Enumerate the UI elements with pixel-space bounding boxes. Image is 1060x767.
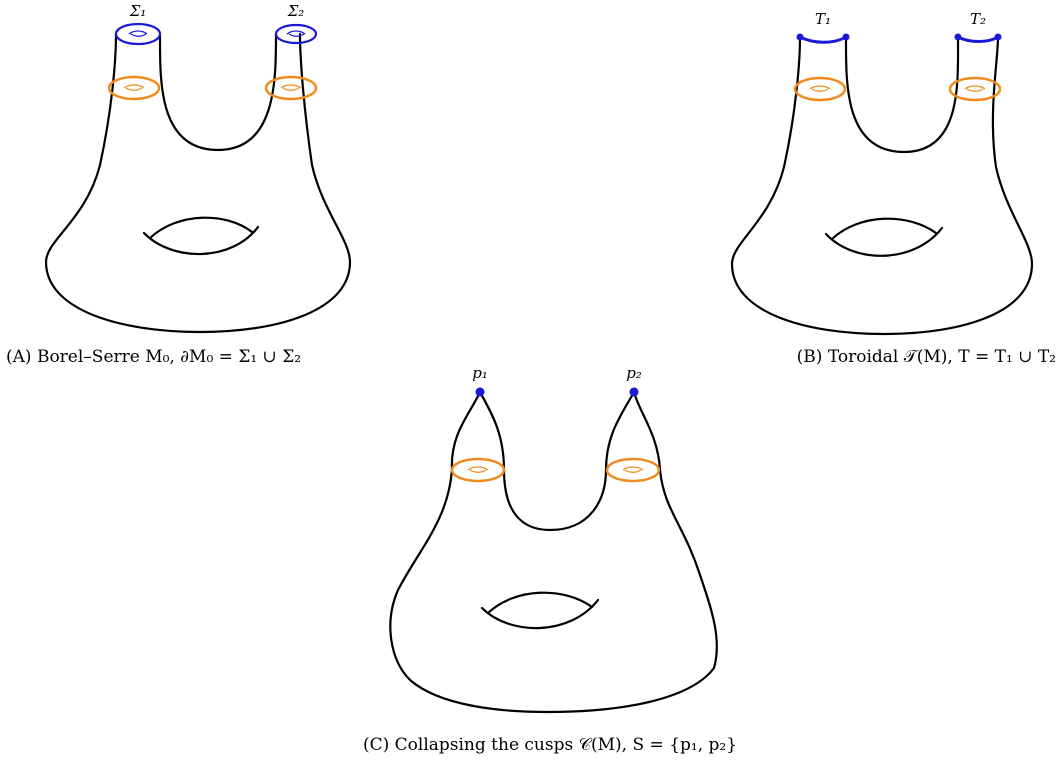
panel-c-handle-lower-arc <box>480 598 600 630</box>
panel-a-caption-text: Borel–Serre M₀, ∂M₀ = Σ₁ ∪ Σ₂ <box>37 347 301 367</box>
panel-b-boundary-endpoint <box>842 33 850 41</box>
panel-a-boundary-circle-left <box>114 22 162 46</box>
panel-a-handle-lower-arc <box>142 225 260 256</box>
panel-b-boundary-endpoint <box>796 33 804 41</box>
panel-b-handle-upper-arc <box>830 217 938 241</box>
panel-c-label-p2: p₂ <box>626 364 642 382</box>
panel-b-caption-text: Toroidal 𝒯(M), T = T₁ ∪ T₂ <box>828 347 1056 367</box>
panel-c-surface-outline <box>389 390 718 714</box>
panel-c-label-p1: p₁ <box>472 364 488 382</box>
panel-a-handle-upper-arc <box>148 216 254 240</box>
panel-a-saddle-curve <box>158 32 278 152</box>
panel-b-boundary-arc-right <box>956 35 1000 43</box>
panel-b-caption: (B) Toroidal 𝒯(M), T = T₁ ∪ T₂ <box>797 347 1056 367</box>
panel-b-boundary-arc-left <box>798 35 848 44</box>
panel-c-cross-section-left <box>450 457 506 483</box>
panel-b-cross-section-left <box>793 76 847 102</box>
panel-b-saddle-curve <box>844 35 960 154</box>
panel-c-caption-text: Collapsing the cusps 𝒞(M), S = {p₁, p₂} <box>395 735 737 755</box>
panel-a-boundary-circle-right <box>274 23 318 45</box>
panel-a-boundary-hole-right <box>286 30 306 37</box>
panel-b-surface-outline <box>730 35 1034 336</box>
panel-a-cross-section-hole-right <box>280 84 302 91</box>
panel-a-label-sigma-1: Σ₁ <box>129 2 147 20</box>
panel-c-caption: (C) Collapsing the cusps 𝒞(M), S = {p₁, … <box>363 735 737 755</box>
panel-c: p₁ p₂ (C) Collapsing the cusps 𝒞(M), S =… <box>363 364 737 755</box>
panel-b-boundary-endpoint <box>954 33 962 41</box>
panel-a-cross-section-right <box>264 75 318 101</box>
panel-b-label-t1: T₁ <box>815 10 831 28</box>
panel-c-cross-section-right <box>605 457 661 483</box>
panel-c-handle-upper-arc <box>486 591 594 615</box>
panel-b-cross-section-hole-left <box>809 85 831 92</box>
panel-a-label-sigma-2: Σ₂ <box>287 2 305 20</box>
panel-a: Σ₁ Σ₂ (A) Borel–Serre M₀, ∂M₀ = Σ₁ ∪ Σ₂ <box>6 2 352 367</box>
panel-c-saddle-curve <box>478 390 636 532</box>
panel-c-cross-section-hole-right <box>622 466 644 473</box>
panel-b-label-t2: T₂ <box>970 10 986 28</box>
panel-b: T₁ T₂ (B) Toroidal 𝒯(M), T = T₁ ∪ T₂ <box>730 10 1056 367</box>
panel-b-cross-section-right <box>948 76 1002 102</box>
panel-a-boundary-hole-left <box>128 30 148 37</box>
panel-c-cusp-point-p2 <box>629 387 639 397</box>
panel-b-boundary-endpoint <box>994 33 1002 41</box>
panel-c-cross-section-hole-left <box>467 466 489 473</box>
panel-a-cross-section-hole-left <box>123 84 145 91</box>
panel-b-cross-section-hole-right <box>964 85 986 92</box>
panel-a-surface-outline <box>44 32 352 334</box>
panel-a-caption-tag: (A) <box>6 347 32 367</box>
panel-b-caption-tag: (B) <box>797 347 823 367</box>
panel-b-handle-lower-arc <box>824 226 944 257</box>
panel-c-caption-tag: (C) <box>363 735 389 755</box>
panel-a-caption: (A) Borel–Serre M₀, ∂M₀ = Σ₁ ∪ Σ₂ <box>6 347 301 367</box>
panel-c-cusp-point-p1 <box>475 387 485 397</box>
panel-a-cross-section-left <box>107 75 161 101</box>
